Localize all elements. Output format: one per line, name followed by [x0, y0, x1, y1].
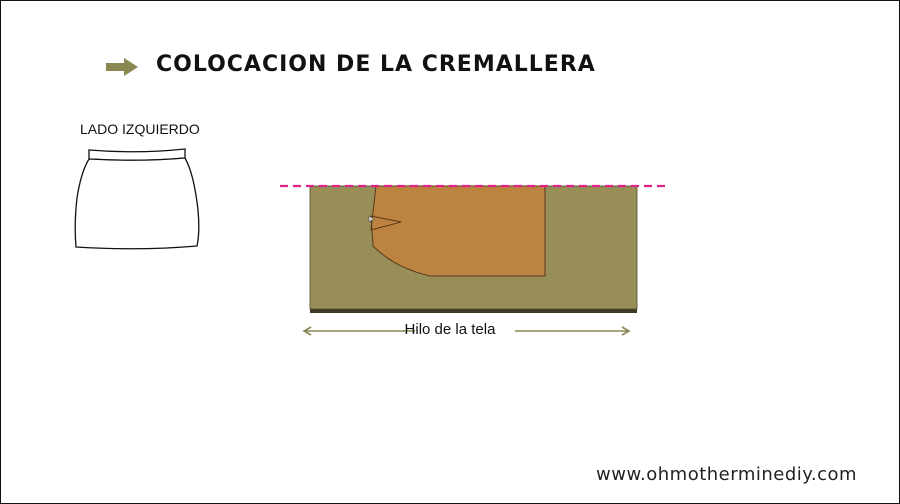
notch-mark	[368, 215, 375, 223]
pattern-layout-diagram	[280, 184, 668, 336]
right-arrow-icon	[106, 58, 138, 76]
side-label: LADO IZQUIERDO	[80, 121, 200, 137]
grain-arrow-left	[302, 326, 415, 336]
fabric-selvage	[310, 308, 637, 313]
grain-label: Hilo de la tela	[404, 321, 496, 338]
skirt-sketch-icon	[74, 148, 200, 250]
grain-arrow-right	[515, 326, 631, 336]
website-url: www.ohmotherminediy.com	[596, 464, 858, 485]
pattern-piece	[370, 185, 546, 277]
page-title: COLOCACION DE LA CREMALLERA	[156, 52, 596, 77]
